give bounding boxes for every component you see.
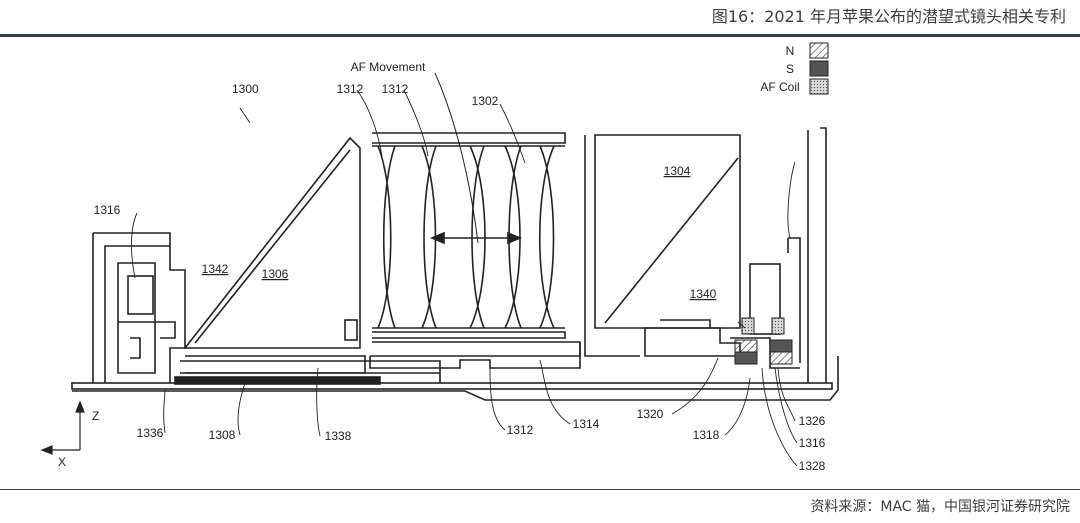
label-1328: 1328	[799, 459, 826, 473]
label-1340: 1340	[690, 287, 717, 301]
label-1306: 1306	[262, 267, 289, 281]
figure-number: 1300	[232, 82, 259, 96]
legend-label-s: S	[786, 62, 794, 76]
axis-label-z: Z	[92, 409, 99, 423]
label-1318: 1318	[693, 428, 720, 442]
legend-swatch-af-coil	[809, 78, 829, 95]
leader-lines	[131, 89, 798, 467]
actuator-magnets	[734, 317, 793, 365]
label-1312-b: 1312	[382, 82, 409, 96]
label-1316-b: 1316	[799, 436, 826, 450]
axis-label-x: X	[58, 455, 66, 469]
label-1316-a: 1316	[94, 203, 121, 217]
af-movement-arrow	[429, 72, 523, 245]
label-1336: 1336	[137, 426, 164, 440]
device-outline	[71, 127, 839, 401]
header-divider	[0, 34, 1080, 37]
legend: N S AF Coil	[760, 42, 829, 95]
label-1312-c: 1312	[507, 423, 534, 437]
figure-title: 图16：2021 年月苹果公布的潜望式镜头相关专利	[711, 7, 1066, 26]
label-1314: 1314	[573, 417, 600, 431]
legend-label-n: N	[786, 44, 795, 58]
source-note: 资料来源：MAC 猫，中国银河证券研究院	[810, 499, 1070, 515]
legend-swatch-s	[809, 60, 829, 77]
af-movement-label: AF Movement	[351, 60, 426, 74]
patent-diagram: N S AF Coil Z X 1300 AF Movement 1312 13…	[40, 42, 839, 473]
label-1326: 1326	[799, 414, 826, 428]
label-1338: 1338	[325, 429, 352, 443]
axis-indicator	[40, 400, 85, 455]
label-1312-a: 1312	[337, 82, 364, 96]
label-1304: 1304	[664, 164, 691, 178]
footer-divider	[0, 489, 1080, 490]
label-1342: 1342	[202, 262, 229, 276]
legend-label-af-coil: AF Coil	[760, 80, 799, 94]
label-1302: 1302	[472, 94, 499, 108]
legend-swatch-n	[809, 42, 829, 59]
label-1308: 1308	[209, 428, 236, 442]
label-1320: 1320	[637, 407, 664, 421]
